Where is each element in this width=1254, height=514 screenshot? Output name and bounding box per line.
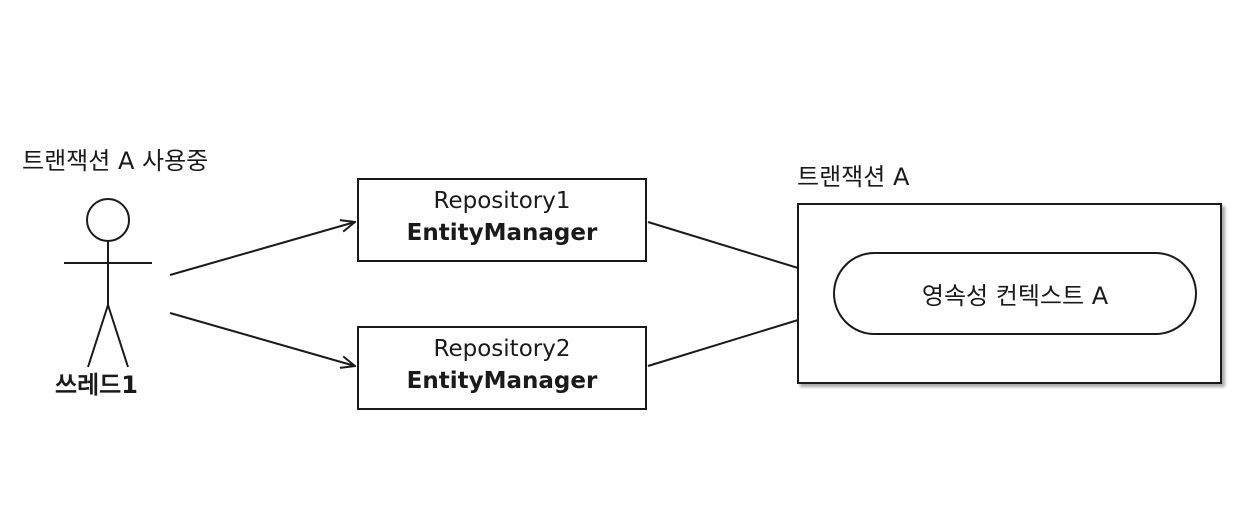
repository2-entity-manager: EntityManager	[406, 368, 598, 394]
actor-figure-icon	[64, 198, 152, 368]
actor-name-label: 쓰레드1	[55, 371, 138, 399]
repository1-entity-manager: EntityManager	[406, 220, 598, 246]
persistence-context: 영속성 컨텍스트 A	[833, 252, 1197, 335]
repository2-name: Repository2	[433, 336, 571, 362]
arrow-actor-to-repository1	[169, 222, 355, 276]
repository1-name: Repository1	[433, 188, 571, 214]
actor-status-label: 트랜잭션 A 사용중	[22, 147, 209, 175]
transaction-label: 트랜잭션 A	[797, 163, 910, 191]
repository1-box: Repository1 EntityManager	[357, 178, 647, 262]
arrow-actor-to-repository2	[169, 312, 355, 366]
repository2-box: Repository2 EntityManager	[357, 326, 647, 410]
